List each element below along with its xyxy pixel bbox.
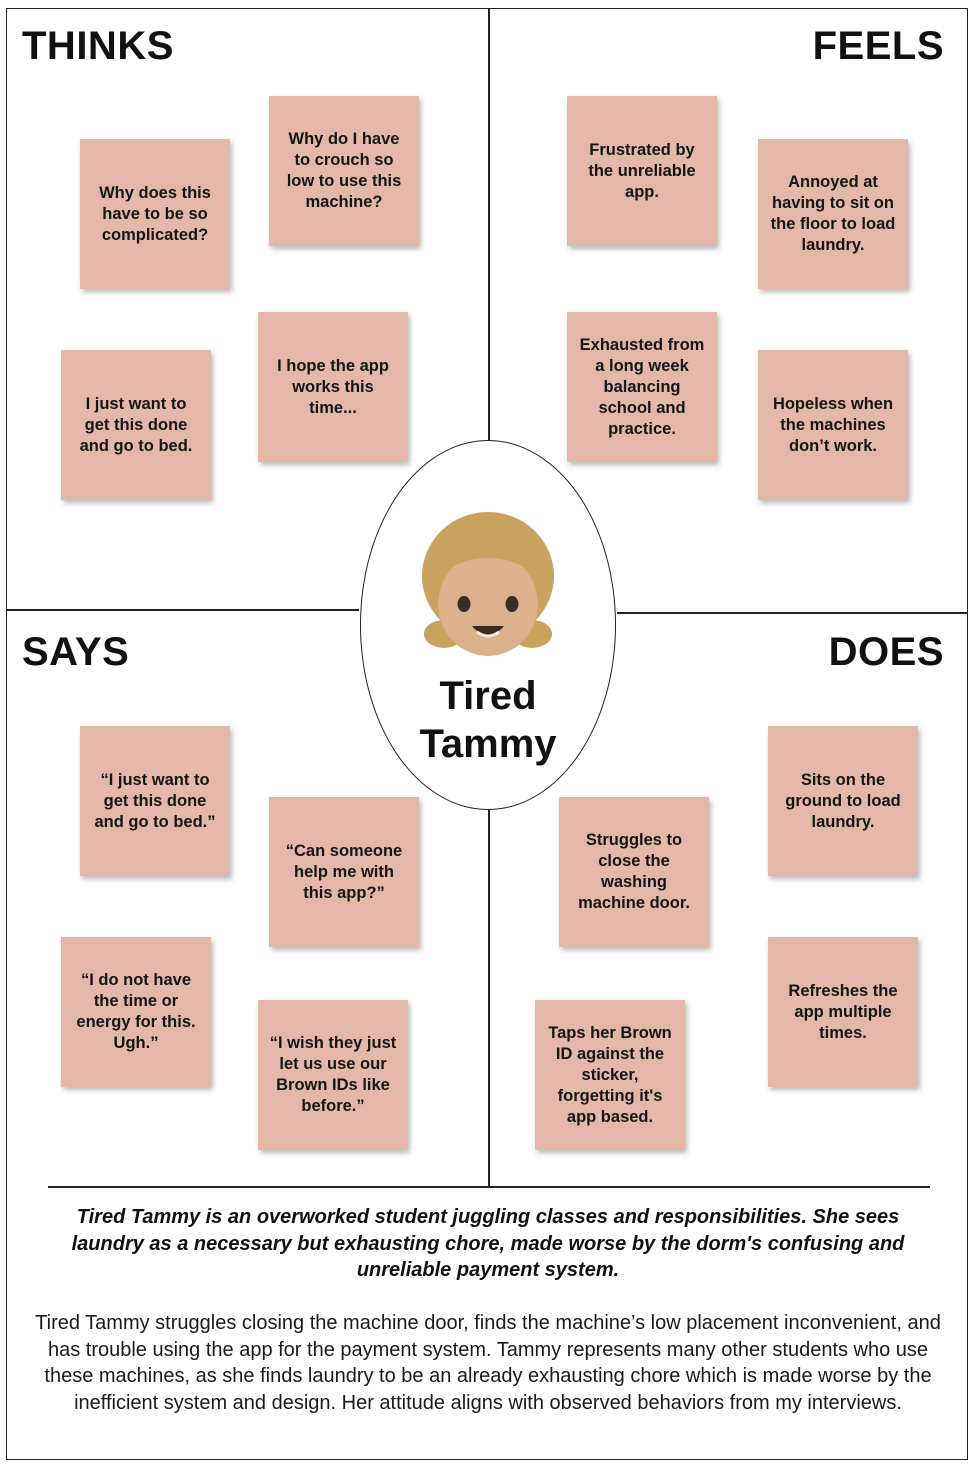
horizontal-divider-left	[7, 609, 359, 611]
sticky-note: Refreshes the app multiple times.	[768, 937, 918, 1087]
persona-summary: Tired Tammy is an overworked student jug…	[71, 1206, 905, 1281]
sticky-note: Taps her Brown ID against the sticker, f…	[535, 1000, 685, 1150]
horizontal-divider-right	[617, 612, 967, 614]
sticky-note: “Can someone help me with this app?”	[269, 797, 419, 947]
persona-name: Tired Tammy	[419, 674, 557, 766]
sticky-note: Sits on the ground to load laundry.	[768, 726, 918, 876]
sticky-note: “I do not have the time or energy for th…	[61, 937, 211, 1087]
sticky-note: Why do I have to crouch so low to use th…	[269, 96, 419, 246]
sticky-note: Annoyed at having to sit on the floor to…	[758, 139, 908, 289]
vertical-divider-top	[488, 9, 490, 441]
sticky-note: I just want to get this done and go to b…	[61, 350, 211, 500]
sticky-note: “I just want to get this done and go to …	[80, 726, 230, 876]
sticky-note: Frustrated by the unreliable app.	[567, 96, 717, 246]
sticky-note: Struggles to close the washing machine d…	[559, 797, 709, 947]
sticky-note: I hope the app works this time...	[258, 312, 408, 462]
does-title: DOES	[828, 630, 944, 674]
girl-face-icon	[422, 512, 554, 656]
says-title: SAYS	[22, 630, 130, 674]
sticky-note: Why does this have to be so complicated?	[80, 139, 230, 289]
vertical-divider-bottom	[488, 810, 490, 1186]
summary-divider	[48, 1186, 930, 1188]
thinks-title: THINKS	[22, 24, 174, 68]
sticky-note: “I wish they just let us use our Brown I…	[258, 1000, 408, 1150]
persona-ellipse	[360, 440, 616, 810]
sticky-note: Exhausted from a long week balancing sch…	[567, 312, 717, 462]
empathy-map-frame	[6, 8, 968, 1460]
persona-description: Tired Tammy struggles closing the machin…	[35, 1312, 941, 1414]
feels-title: FEELS	[812, 24, 944, 68]
sticky-note: Hopeless when the machines don’t work.	[758, 350, 908, 500]
